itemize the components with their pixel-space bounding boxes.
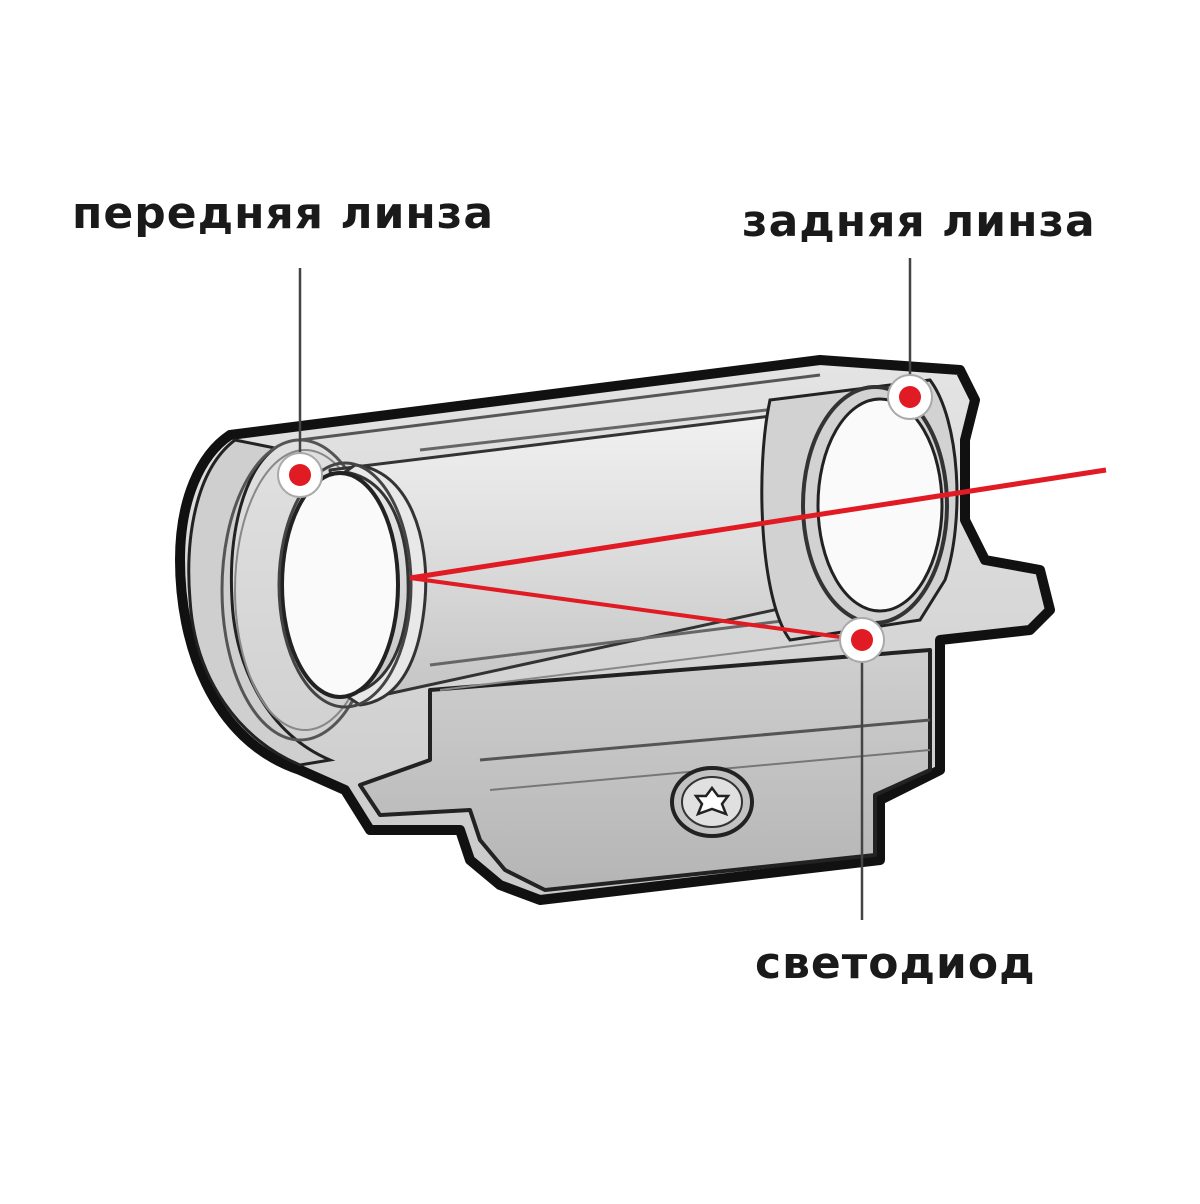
label-rear-lens: задняя линза: [742, 196, 1096, 247]
label-front-lens: передняя линза: [72, 188, 494, 239]
marker-led: [840, 618, 884, 662]
marker-front-lens: [278, 453, 322, 497]
marker-rear-lens: [888, 375, 932, 419]
mount-screw-icon: [672, 768, 752, 836]
front-lens: [282, 473, 398, 697]
label-led: светодиод: [755, 938, 1036, 989]
